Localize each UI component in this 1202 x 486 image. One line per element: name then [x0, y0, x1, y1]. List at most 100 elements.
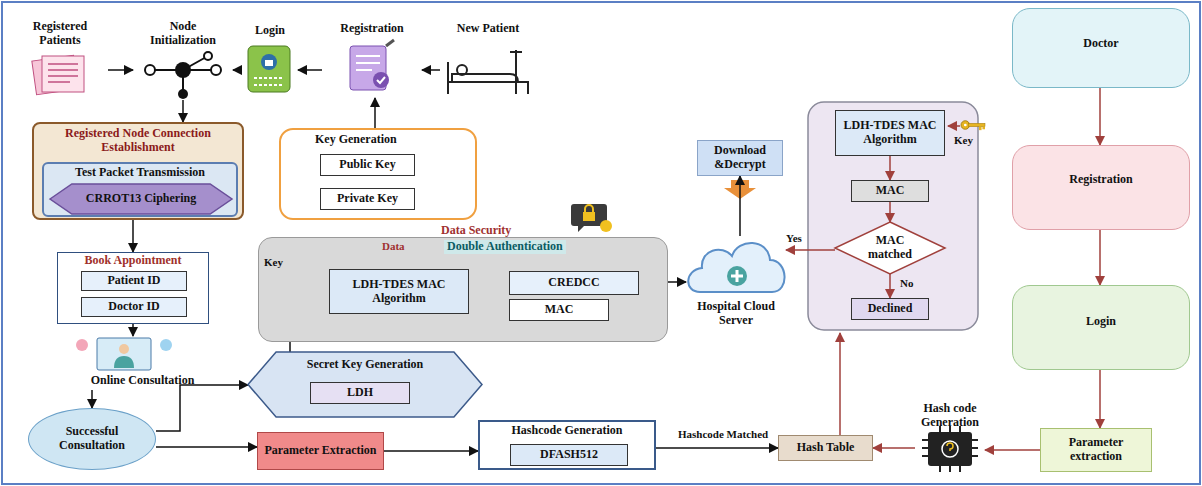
node-label: Key Generation	[315, 133, 397, 147]
connector-arrow	[233, 69, 242, 71]
node-label: Hash Table	[797, 441, 855, 455]
icon-node: New Patient	[440, 20, 536, 98]
connector-arrow	[156, 446, 257, 448]
connector-arrow	[739, 176, 741, 236]
node-label: Registration	[340, 22, 403, 36]
icon-node: Registered Patients	[12, 18, 108, 98]
process-box: MAC	[851, 180, 929, 202]
chip-icon	[922, 426, 978, 472]
process-box: Parameter Extraction	[257, 432, 384, 470]
node-label: Successful Consultation	[39, 425, 145, 453]
icon-node: Registration	[322, 20, 422, 98]
process-box: LDH-TDES MAC Algorithm	[329, 269, 469, 314]
shape-outline	[248, 352, 482, 417]
login-icon	[248, 46, 290, 92]
node-label: Registered Node Connection Establishment	[38, 127, 238, 155]
node-label: MAC	[545, 303, 574, 317]
connector-arrow	[1099, 230, 1101, 285]
panel: Data SecurityDouble AuthenticationLDH-TD…	[258, 237, 668, 342]
edge-label: No	[898, 277, 915, 290]
free-label: Key	[952, 134, 975, 147]
group-box: Hashcode GenerationDFASH512	[478, 420, 656, 470]
node-label: Hash code Generation	[915, 402, 985, 430]
node-label: MAC	[876, 184, 905, 198]
process-box: MAC	[509, 299, 609, 321]
rounded-box: Doctor	[1012, 8, 1190, 88]
node-label: Data Security	[441, 224, 511, 238]
process-box: Download &Decrypt	[697, 140, 783, 176]
node-label: Login	[255, 24, 285, 38]
rounded-box: Login	[1012, 285, 1190, 370]
connector-arrow	[156, 385, 248, 431]
shape-outline	[50, 184, 232, 214]
shape-outline	[835, 222, 945, 274]
group-box: Book AppointmentPatient IDDoctor ID	[57, 252, 209, 324]
connector-arrow	[91, 390, 93, 408]
node-label: DFASH512	[540, 448, 598, 462]
node-label: CREDCC	[548, 276, 599, 290]
group-box: Key GenerationPublic KeyPrivate Key	[279, 128, 477, 220]
lock-chat-icon	[571, 204, 612, 232]
node-label: Registered Patients	[16, 20, 104, 48]
node-label: Hashcode Generation	[512, 424, 623, 438]
node-label: Hospital Cloud Server	[686, 300, 786, 328]
node-label: CRROT13 Ciphering	[86, 192, 196, 206]
ellipse-node: Successful Consultation	[28, 408, 156, 470]
node-label: Private Key	[337, 192, 398, 206]
patients-icon	[32, 55, 84, 95]
node-label: Registration	[1069, 173, 1132, 187]
process-box: Public Key	[320, 154, 415, 176]
cloud-icon	[688, 243, 784, 292]
connector-arrow	[132, 220, 134, 252]
icon-node: Login	[242, 22, 298, 98]
node-label: Declined	[868, 302, 913, 316]
network-icon	[145, 52, 221, 99]
process-box: DFASH512	[510, 444, 628, 466]
process-box: LDH	[310, 382, 410, 404]
process-box: Doctor ID	[81, 297, 187, 317]
connector-arrow	[298, 69, 322, 71]
icon-node: Hash code Generation	[915, 402, 985, 470]
connector-arrow	[384, 450, 478, 452]
patient-bed-icon	[448, 50, 528, 94]
registration-icon	[350, 40, 394, 90]
process-box: Private Key	[320, 188, 415, 210]
node-label: Online Consultation	[91, 374, 195, 388]
node-label: New Patient	[457, 22, 519, 36]
group-box: Test Packet TransmissionCRROT13 Cipherin…	[42, 162, 238, 217]
process-box: LDH-TDES MAC Algorithm	[835, 110, 945, 156]
node-label: LDH-TDES MAC Algorithm	[840, 119, 940, 147]
node-label: Parameter Extraction	[264, 444, 376, 458]
icon-node: Online Consultation	[60, 336, 225, 390]
node-label: Download &Decrypt	[702, 144, 778, 172]
connector-arrow	[985, 449, 1040, 451]
connector-arrow	[1099, 88, 1101, 145]
hexagon-box: Secret Key GenerationLDH	[248, 352, 482, 417]
connector-arrow	[656, 447, 778, 449]
hexagon-box: CRROT13 Ciphering	[50, 184, 232, 214]
process-box: Patient ID	[81, 271, 187, 291]
connector-arrow	[889, 156, 891, 180]
icon-node: Node Initialization	[133, 18, 233, 100]
connector-arrow	[1099, 370, 1101, 428]
connector-arrow	[889, 202, 891, 222]
verification-panel	[808, 102, 978, 330]
node-label: Secret Key Generation	[307, 358, 423, 372]
connector-arrow	[873, 447, 915, 449]
key-icon	[961, 121, 985, 130]
connector-arrow	[422, 69, 440, 71]
connector-arrow	[374, 98, 376, 128]
node-label: LDH	[347, 386, 373, 400]
hash-to-panel-arrow	[839, 333, 841, 435]
node-label: Doctor ID	[108, 300, 159, 314]
decision-diamond: MAC matched	[835, 222, 945, 274]
process-box: CREDCC	[509, 271, 639, 295]
process-box: Hash Table	[778, 435, 873, 461]
node-subtitle: Double Authentication	[444, 240, 566, 254]
group-box: Registered Node Connection Establishment…	[32, 122, 244, 220]
edge-label: Yes	[784, 232, 804, 245]
edge-label: Key	[262, 256, 285, 269]
cloud-node: Hospital Cloud Server	[686, 236, 786, 328]
